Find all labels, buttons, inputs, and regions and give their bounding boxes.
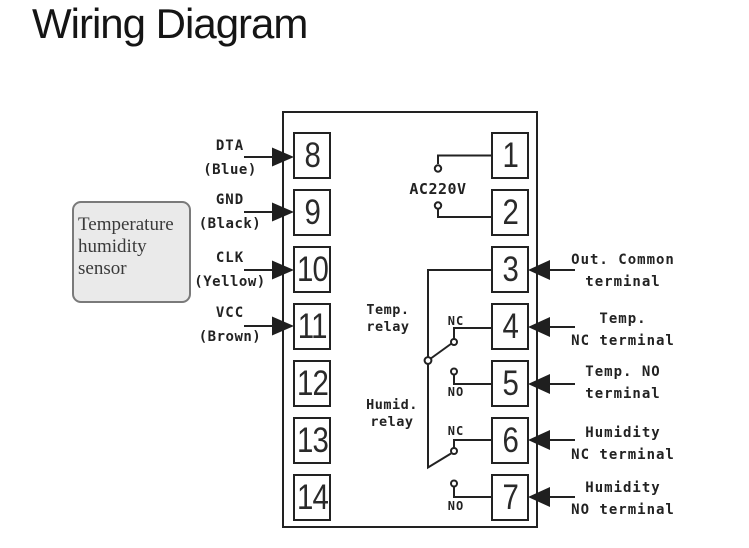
- page-title: Wiring Diagram: [32, 0, 308, 47]
- terminal-3: 3: [491, 246, 529, 293]
- label-temp-nc-line1: Temp.: [599, 311, 647, 327]
- terminal-4: 4: [491, 303, 529, 350]
- label-humid-no-line1: Humidity: [585, 480, 661, 496]
- power-label: AC220V: [409, 180, 467, 198]
- label-temp-no-line2: terminal: [585, 386, 661, 402]
- terminal-2: 2: [491, 189, 529, 236]
- label-out-common: Out. Common terminal: [558, 249, 688, 293]
- terminal-5: 5: [491, 360, 529, 407]
- pin-vcc-name: VCC: [215, 305, 245, 321]
- terminal-7: 7: [491, 474, 529, 521]
- terminal-1: 1: [491, 132, 529, 179]
- label-humid-nc-line2: NC terminal: [571, 447, 675, 463]
- label-out-common-line1: Out. Common: [571, 252, 675, 268]
- terminal-6: 6: [491, 417, 529, 464]
- pin-clk-name: CLK: [215, 250, 245, 266]
- label-humid-no: Humidity NO terminal: [558, 477, 688, 521]
- temp-relay-label: Temp. relay: [352, 302, 424, 336]
- temp-nc-label: NC: [447, 314, 465, 328]
- terminal-9: 9: [293, 189, 331, 236]
- temp-no-label: NO: [447, 385, 465, 399]
- sensor-box-line1: Temperature: [78, 214, 174, 235]
- pin-dta-color: (Blue): [203, 162, 257, 178]
- humid-no-label: NO: [447, 499, 465, 513]
- temp-relay-label-line1: Temp.: [366, 302, 410, 318]
- sensor-box-line2: humidity: [78, 236, 147, 257]
- label-temp-nc: Temp. NC terminal: [558, 308, 688, 352]
- sensor-box-line3: sensor: [78, 258, 127, 279]
- terminal-8: 8: [293, 132, 331, 179]
- humid-relay-label: Humid. relay: [356, 397, 428, 431]
- label-temp-nc-line2: NC terminal: [571, 333, 675, 349]
- terminal-10: 10: [293, 246, 331, 293]
- terminal-14: 14: [293, 474, 331, 521]
- label-humid-nc: Humidity NC terminal: [558, 422, 688, 466]
- terminal-11: 11: [293, 303, 331, 350]
- pin-gnd-name: GND: [215, 192, 245, 208]
- label-humid-nc-line1: Humidity: [585, 425, 661, 441]
- pin-dta-name: DTA: [215, 138, 245, 154]
- terminal-13: 13: [293, 417, 331, 464]
- pin-clk: CLK (Yellow): [185, 251, 275, 290]
- humid-relay-label-line2: relay: [370, 414, 414, 430]
- pin-gnd-color: (Black): [198, 216, 262, 232]
- pin-vcc: VCC (Brown): [185, 306, 275, 345]
- sensor-box: Temperature humidity sensor: [72, 201, 191, 303]
- pin-dta: DTA (Blue): [185, 139, 275, 178]
- temp-relay-label-line2: relay: [366, 319, 410, 335]
- label-out-common-line2: terminal: [585, 274, 661, 290]
- label-humid-no-line2: NO terminal: [571, 502, 675, 518]
- humid-nc-label: NC: [447, 424, 465, 438]
- pin-vcc-color: (Brown): [198, 329, 262, 345]
- terminal-12: 12: [293, 360, 331, 407]
- pin-clk-color: (Yellow): [194, 274, 266, 290]
- label-temp-no-line1: Temp. NO: [585, 364, 661, 380]
- pin-gnd: GND (Black): [185, 193, 275, 232]
- humid-relay-label-line1: Humid.: [366, 397, 418, 413]
- label-temp-no: Temp. NO terminal: [558, 361, 688, 405]
